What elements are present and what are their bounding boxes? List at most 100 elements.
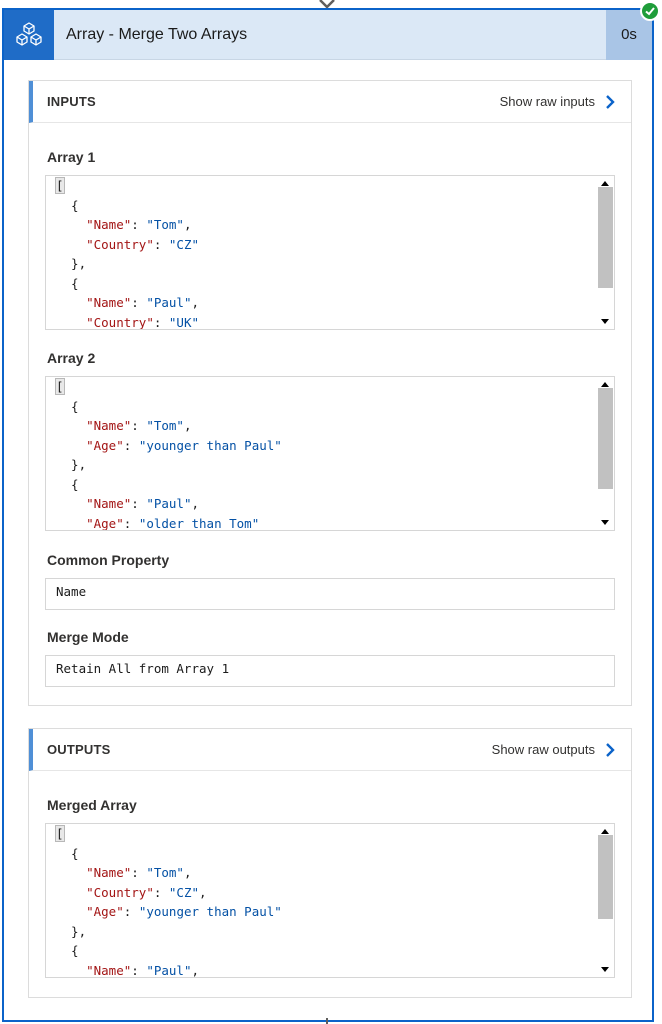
code-punctuation: { xyxy=(56,943,79,958)
code-punctuation: : xyxy=(131,418,147,433)
code-punctuation: , xyxy=(183,865,192,880)
array1-code-viewer[interactable]: [ { "Name": "Tom", "Country": "CZ" }, { … xyxy=(45,175,615,330)
cubes-icon xyxy=(4,9,54,60)
code-key: "Name" xyxy=(86,418,132,433)
flow-connector-arrow-icon xyxy=(319,0,335,9)
code-string: "Tom" xyxy=(146,217,184,232)
merge-mode-value[interactable]: Retain All from Array 1 xyxy=(45,655,615,687)
code-punctuation: : xyxy=(131,865,147,880)
code-string: "younger than Paul" xyxy=(138,437,282,453)
code-punctuation xyxy=(56,237,86,252)
code-line: "Age": "younger than Paul" xyxy=(56,902,594,922)
flow-connector-line xyxy=(326,1018,328,1024)
scroll-up-arrow-icon[interactable] xyxy=(601,829,609,834)
code-line: { xyxy=(56,196,594,216)
code-key: "Name" xyxy=(86,217,132,232)
code-punctuation xyxy=(56,885,86,900)
code-line: "Name": "Tom", xyxy=(56,863,594,883)
action-card-header[interactable]: Array - Merge Two Arrays 0s xyxy=(4,1,660,60)
code-punctuation xyxy=(56,516,86,531)
array2-code-lines: [ { "Name": "Tom", "Age": "younger than … xyxy=(55,377,594,531)
scroll-down-arrow-icon[interactable] xyxy=(601,319,609,324)
code-punctuation: : xyxy=(131,217,147,232)
scroll-up-arrow-icon[interactable] xyxy=(601,382,609,387)
code-line: "Name": "Paul", xyxy=(56,961,594,978)
code-line: { xyxy=(56,941,594,961)
outputs-section-header: OUTPUTS Show raw outputs xyxy=(29,729,631,771)
common-property-value[interactable]: Name xyxy=(45,578,615,610)
show-raw-outputs-link[interactable]: Show raw outputs xyxy=(492,742,615,758)
chevron-right-icon xyxy=(606,94,615,109)
code-string: "Paul" xyxy=(146,496,192,511)
code-line: { xyxy=(56,397,594,417)
code-punctuation xyxy=(56,315,86,330)
scroll-thumb[interactable] xyxy=(598,187,613,288)
code-line: [ xyxy=(55,824,594,844)
code-line: }, xyxy=(56,455,594,475)
show-raw-inputs-link[interactable]: Show raw inputs xyxy=(500,94,615,110)
code-key: "Name" xyxy=(86,496,132,511)
code-punctuation xyxy=(56,496,86,511)
code-punctuation xyxy=(56,295,86,310)
code-punctuation xyxy=(56,217,86,232)
code-punctuation: [ xyxy=(55,378,65,395)
show-raw-outputs-label: Show raw outputs xyxy=(491,742,595,757)
merged-array-code-viewer[interactable]: [ { "Name": "Tom", "Country": "CZ", "Age… xyxy=(45,823,615,978)
code-line: "Name": "Tom", xyxy=(56,416,594,436)
array1-scrollbar[interactable] xyxy=(597,176,614,329)
code-line: "Name": "Paul", xyxy=(56,494,594,514)
code-key: "Name" xyxy=(86,295,132,310)
code-line: [ xyxy=(55,377,594,397)
scroll-down-arrow-icon[interactable] xyxy=(601,967,609,972)
scroll-up-arrow-icon[interactable] xyxy=(601,181,609,186)
code-punctuation xyxy=(56,418,86,433)
code-punctuation: : xyxy=(131,295,147,310)
merged-array-scrollbar[interactable] xyxy=(597,824,614,977)
code-line: "Age": "younger than Paul" xyxy=(56,436,594,456)
scroll-down-arrow-icon[interactable] xyxy=(601,520,609,525)
code-punctuation: { xyxy=(56,476,79,492)
scroll-thumb[interactable] xyxy=(598,835,613,919)
inputs-title: INPUTS xyxy=(47,94,96,109)
code-punctuation: : xyxy=(153,236,169,252)
code-string: "CZ" xyxy=(168,236,200,252)
code-string: "Tom" xyxy=(146,418,184,433)
outputs-title: OUTPUTS xyxy=(47,742,111,757)
code-punctuation: { xyxy=(56,275,79,291)
array1-code-lines: [ { "Name": "Tom", "Country": "CZ" }, { … xyxy=(55,176,594,330)
code-punctuation: }, xyxy=(56,256,87,271)
code-punctuation: { xyxy=(56,197,79,213)
code-punctuation: : xyxy=(131,962,147,978)
array2-code-viewer[interactable]: [ { "Name": "Tom", "Age": "younger than … xyxy=(45,376,615,531)
code-string: "CZ" xyxy=(168,884,200,900)
code-punctuation: : xyxy=(153,884,169,900)
code-key: "Country" xyxy=(86,884,154,900)
code-key: "Age" xyxy=(86,437,124,453)
code-punctuation: }, xyxy=(56,923,87,939)
array1-label: Array 1 xyxy=(47,149,96,165)
code-punctuation: , xyxy=(191,295,200,310)
code-punctuation: , xyxy=(191,962,200,978)
code-line: { xyxy=(56,844,594,864)
code-punctuation: [ xyxy=(55,825,65,842)
code-line: { xyxy=(56,475,594,495)
code-punctuation: : xyxy=(123,904,139,919)
inputs-section: INPUTS Show raw inputs Array 1 [ { "Name… xyxy=(28,80,632,706)
code-line: "Name": "Paul", xyxy=(56,293,594,313)
code-line: "Country": "CZ" xyxy=(56,235,594,255)
code-key: "Country" xyxy=(86,236,154,252)
array2-scrollbar[interactable] xyxy=(597,377,614,530)
action-title: Array - Merge Two Arrays xyxy=(66,25,248,43)
code-line: "Name": "Tom", xyxy=(56,215,594,235)
merged-array-code-lines: [ { "Name": "Tom", "Country": "CZ", "Age… xyxy=(55,824,594,978)
common-property-label: Common Property xyxy=(47,552,170,568)
scroll-thumb[interactable] xyxy=(598,388,613,489)
code-string: "Paul" xyxy=(146,295,192,310)
code-punctuation: [ xyxy=(55,177,65,194)
code-key: "Country" xyxy=(86,314,154,330)
code-punctuation: , xyxy=(183,217,192,232)
code-line: "Age": "older than Tom" xyxy=(56,514,594,531)
merge-mode-label: Merge Mode xyxy=(47,629,129,645)
code-string: "Paul" xyxy=(146,962,192,978)
code-string: "UK" xyxy=(168,314,200,330)
